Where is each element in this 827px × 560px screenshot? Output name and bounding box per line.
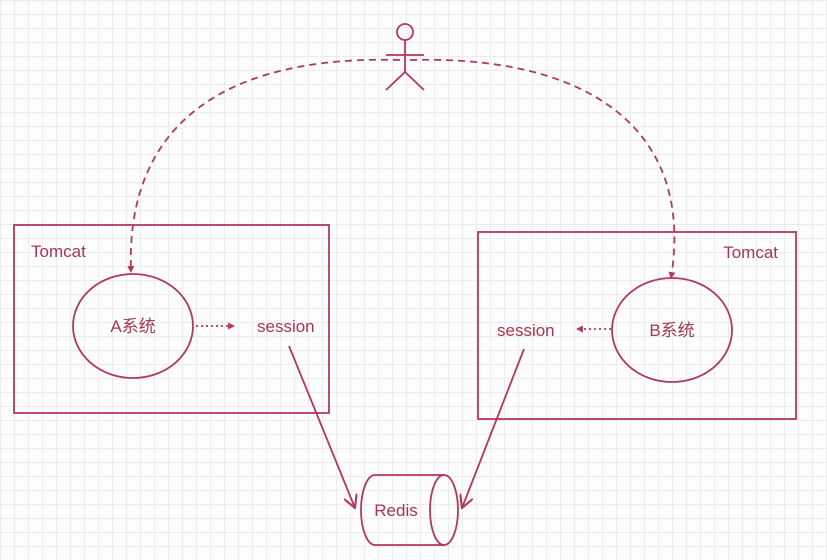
session-a-to-redis-arrow [288,345,355,508]
user-to-a-dashed-arrow [127,58,401,274]
session-a-label: session [257,317,315,336]
a-system-label: A系统 [110,317,155,336]
b-system-node [611,277,733,383]
tomcat-a-box [13,224,330,414]
session-b-to-redis-arrow [462,348,525,508]
b-system-label: B系统 [649,321,694,340]
user-actor-icon [385,23,425,91]
tomcat-a-title: Tomcat [31,242,86,261]
session-b-label: session [497,321,555,340]
redis-cylinder [360,474,459,546]
tomcat-b-box [477,231,797,420]
tomcat-b-title: Tomcat [723,243,778,262]
a-system-node [72,273,194,379]
user-to-b-dashed-arrow [409,58,676,280]
redis-label: Redis [374,501,417,520]
